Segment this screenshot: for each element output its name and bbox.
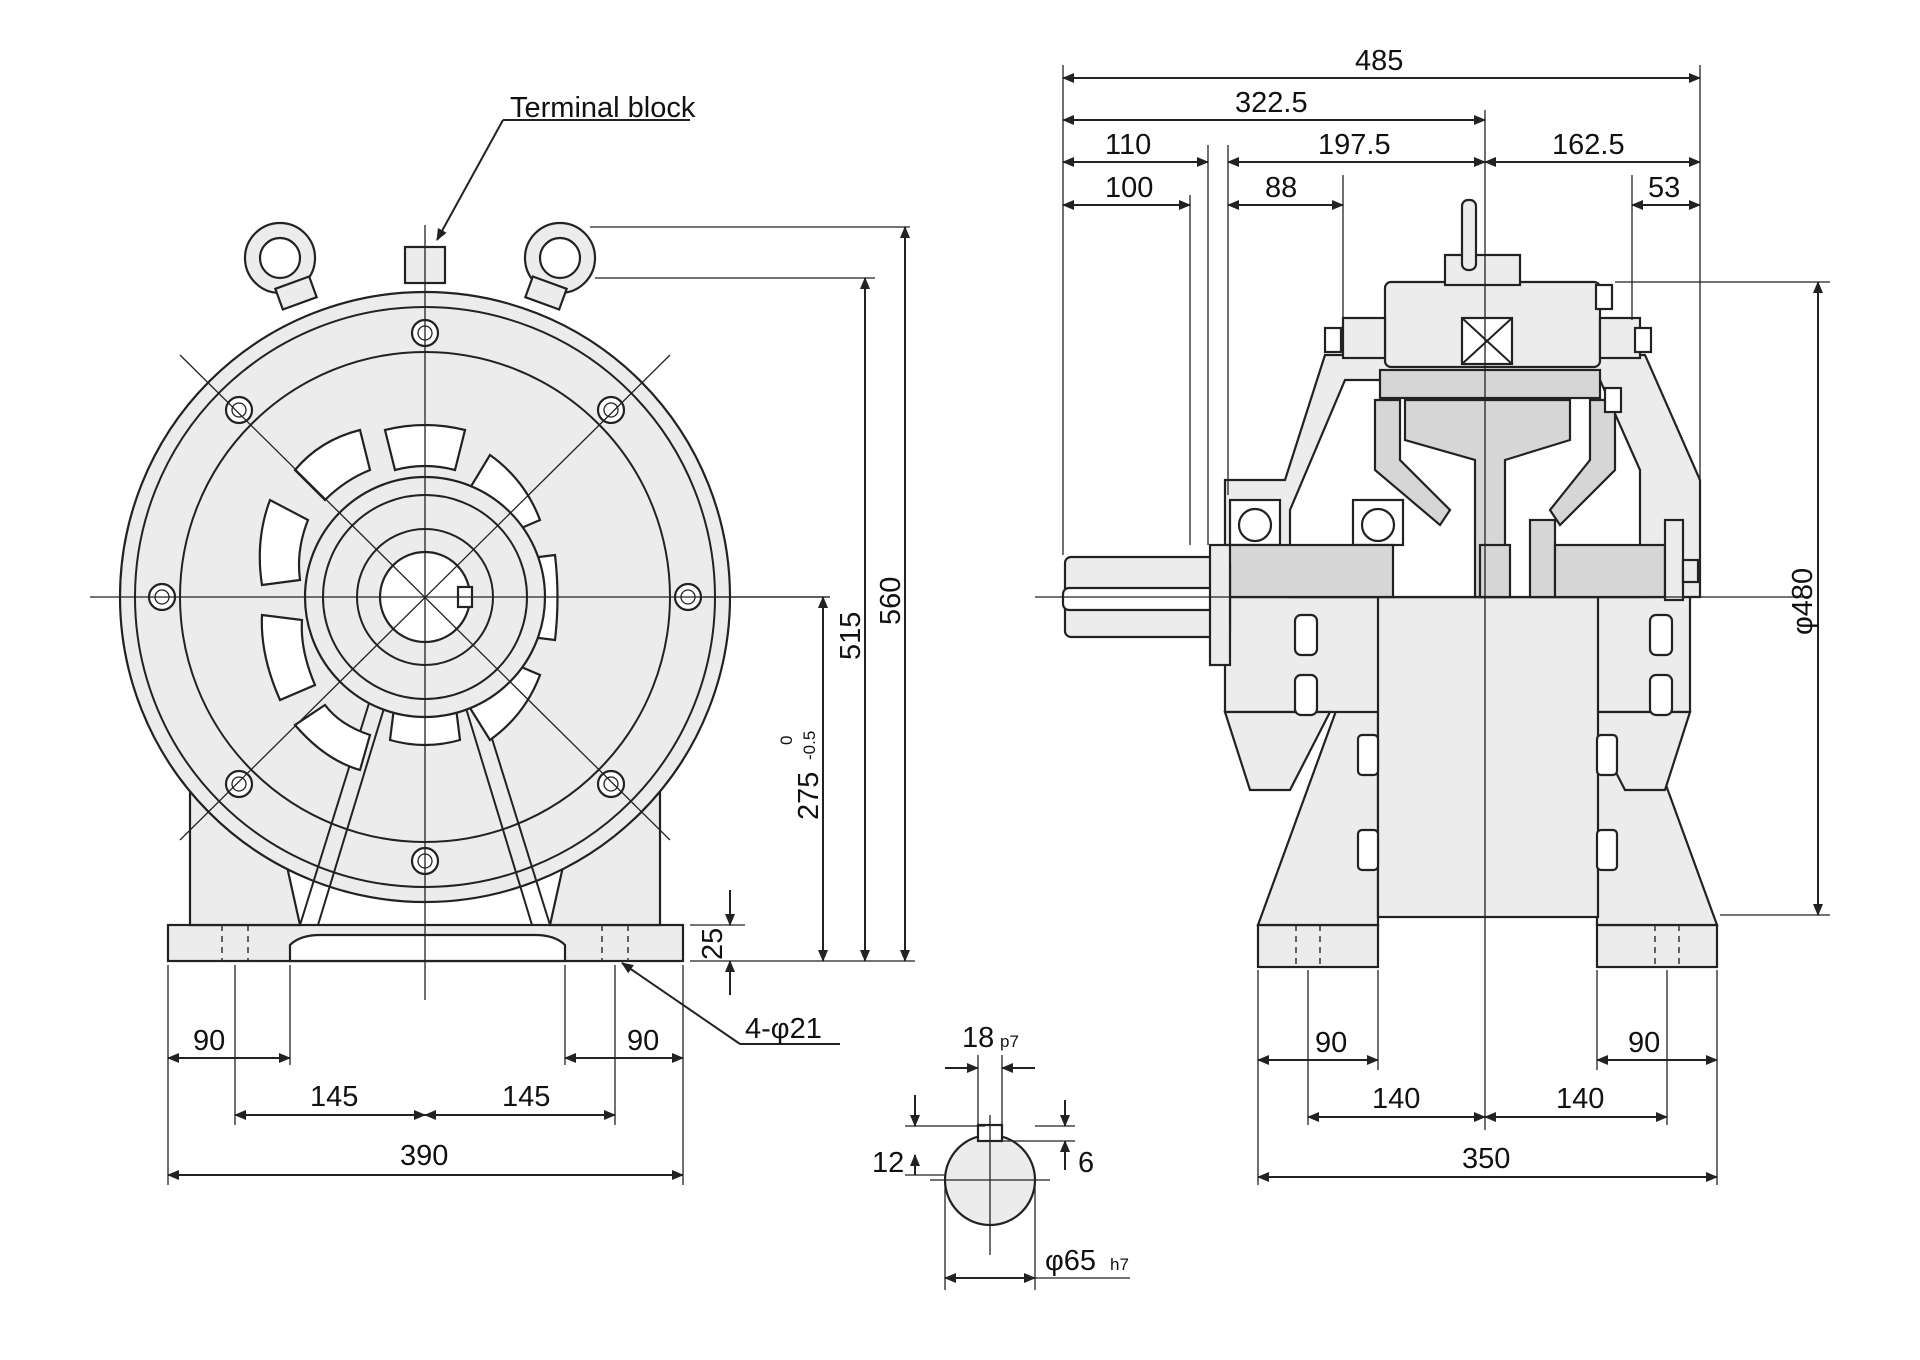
side-shaft-housing (1226, 543, 1395, 599)
key-65: φ65 (1045, 1245, 1096, 1277)
side-dim-90-right: 90 (1628, 1027, 1660, 1059)
side-dim-197-5: 197.5 (1318, 129, 1391, 161)
side-dimensions: 485 322.5 110 197.5 162.5 100 88 53 φ480… (1062, 45, 1830, 1185)
dim-390: 390 (400, 1140, 448, 1172)
dim-90-left: 90 (193, 1025, 225, 1057)
side-hole-hidden-lines (1295, 925, 1680, 967)
key-18-fit: p7 (1000, 1032, 1019, 1051)
side-left-ear (1341, 316, 1387, 360)
side-center-block (1376, 595, 1600, 919)
side-left-vane (1373, 398, 1452, 527)
dim-275: 275 (793, 772, 825, 820)
front-base-recess (288, 933, 567, 963)
side-terminal-box (1443, 253, 1522, 287)
side-right-column (1583, 710, 1692, 792)
front-diag-centerline-2 (179, 354, 671, 841)
side-rotor-top (1378, 368, 1602, 400)
dim-275-tol-lower: -0.5 (800, 731, 819, 760)
front-hole-hidden-lines (221, 925, 629, 961)
side-right-ear (1598, 316, 1642, 360)
dim-515: 515 (835, 612, 867, 660)
dim-90-right: 90 (627, 1025, 659, 1057)
side-view (1035, 110, 1810, 1130)
side-dim-350: 350 (1462, 1143, 1510, 1175)
side-dim-322-5: 322.5 (1235, 87, 1308, 119)
dim-145-left: 145 (310, 1081, 358, 1113)
side-shaft-flange (1208, 543, 1232, 667)
side-left-base (1256, 923, 1380, 969)
front-view (90, 221, 830, 1000)
front-eye-bolts (243, 221, 597, 311)
key-detail: 18 p7 12 6 φ65 h7 (872, 1022, 1130, 1290)
key-12: 12 (872, 1147, 904, 1179)
side-dim-90-left: 90 (1315, 1027, 1347, 1059)
key-65-fit: h7 (1110, 1255, 1129, 1274)
side-dim-140-right: 140 (1556, 1083, 1604, 1115)
key-6: 6 (1078, 1147, 1094, 1179)
dim-145-right: 145 (502, 1081, 550, 1113)
dim-25: 25 (697, 928, 729, 960)
side-slots (1293, 613, 1674, 872)
holes-label: 4-φ21 (745, 1013, 822, 1045)
side-dim-110: 110 (1105, 129, 1151, 161)
side-dim-88: 88 (1265, 172, 1297, 204)
side-dim-53: 53 (1648, 172, 1680, 204)
side-bearings (1228, 498, 1405, 547)
side-dim-485: 485 (1355, 45, 1403, 77)
side-shaft-key (1061, 586, 1217, 612)
front-left-strut-inner (317, 704, 386, 926)
side-right-base (1595, 923, 1719, 969)
side-dim-162-5: 162.5 (1552, 129, 1625, 161)
side-dim-140-left: 140 (1372, 1083, 1420, 1115)
side-dim-100: 100 (1105, 172, 1153, 204)
side-eye-bolt (1460, 198, 1478, 272)
terminal-block-label: Terminal block (510, 92, 696, 124)
side-dim-480: φ480 (1787, 568, 1819, 635)
dim-275-tol-upper: 0 (777, 736, 796, 745)
key-18: 18 (962, 1022, 994, 1054)
front-dimensions: Terminal block 560 515 275 0 -0.5 25 4-φ… (167, 92, 915, 1185)
front-right-strut-inner (464, 704, 533, 926)
dim-560: 560 (875, 577, 907, 625)
side-nuts (1323, 283, 1653, 414)
